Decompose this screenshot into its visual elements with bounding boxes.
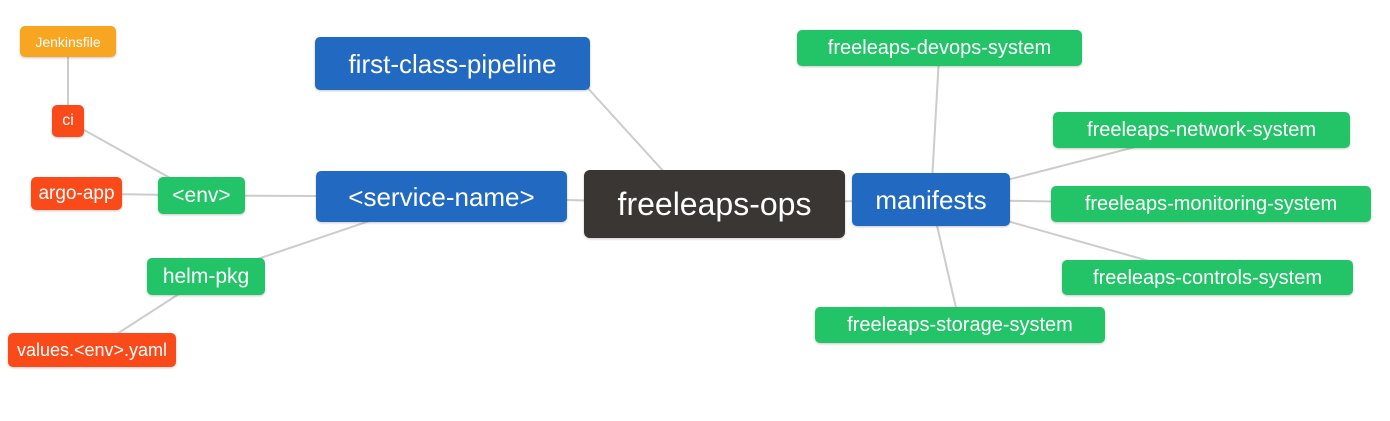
node-freeleaps-ops-root[interactable]: freeleaps-ops [584,170,845,238]
node-freeleaps-storage-system[interactable]: freeleaps-storage-system [815,307,1105,343]
node-env[interactable]: <env> [158,177,245,214]
node-ci[interactable]: ci [52,105,84,137]
node-freeleaps-controls-system[interactable]: freeleaps-controls-system [1062,260,1353,295]
node-values-env-yaml[interactable]: values.<env>.yaml [8,333,176,367]
node-helm-pkg[interactable]: helm-pkg [147,258,265,295]
node-jenkinsfile[interactable]: Jenkinsfile [20,26,116,57]
node-freeleaps-devops-system[interactable]: freeleaps-devops-system [797,30,1082,66]
node-first-class-pipeline[interactable]: first-class-pipeline [315,37,590,90]
node-manifests[interactable]: manifests [852,173,1010,226]
edge-first-class-root [584,84,666,174]
node-argo-app[interactable]: argo-app [31,177,122,210]
node-freeleaps-monitoring-system[interactable]: freeleaps-monitoring-system [1051,186,1371,222]
node-freeleaps-network-system[interactable]: freeleaps-network-system [1053,112,1350,148]
node-service-name[interactable]: <service-name> [316,171,567,222]
